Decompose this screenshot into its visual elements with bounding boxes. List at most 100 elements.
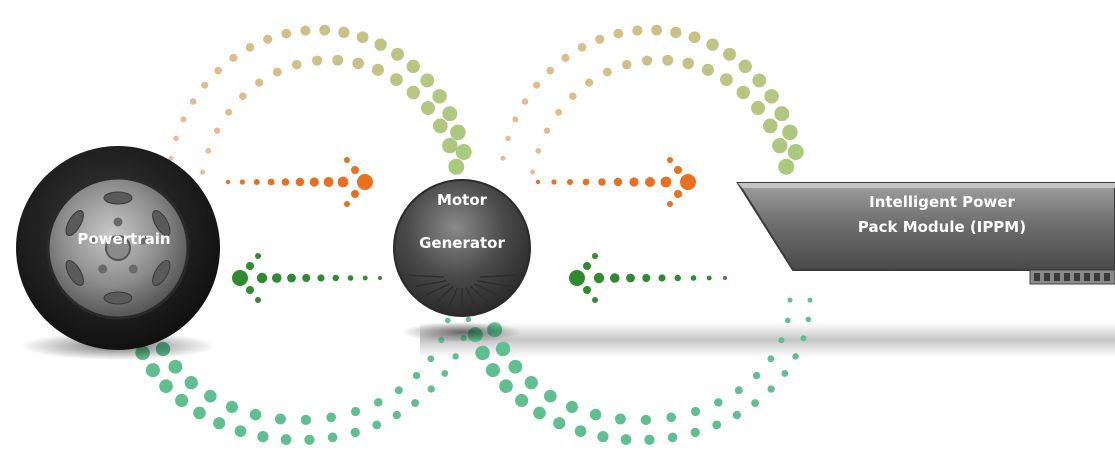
arc-bottom-left-dot (427, 385, 435, 393)
wheel-slot (152, 260, 171, 286)
arc-bottom-right-dot (499, 379, 513, 393)
arc-bottom-right-dot (792, 353, 799, 360)
arc-bottom-left-dot (445, 317, 451, 324)
arc-top-right-dot (750, 101, 766, 116)
arc-top-left-dot (168, 155, 174, 161)
arc-bottom-left-dot (372, 420, 382, 430)
arc-top-left-dot (189, 98, 197, 105)
return-arrow-dot-right (569, 270, 585, 286)
arc-top-left-dot (371, 63, 384, 76)
arc-bottom-right-dot (615, 413, 626, 425)
arc-bottom-left-dot (392, 410, 402, 420)
arc-bottom-left-dot (168, 359, 183, 374)
motor-fin (435, 285, 455, 303)
ippm-module: Intelligent Power Pack Module (IPPM) (736, 182, 1115, 285)
forward-arrow-dot-left (337, 176, 349, 188)
arc-top-right-dot (535, 147, 542, 154)
ippm-pin (1044, 273, 1050, 281)
motor-shadow (402, 322, 522, 342)
forward-arrow-dot-right (535, 179, 541, 185)
arc-bottom-right-dot (667, 432, 678, 443)
arc-top-right-dot (772, 137, 788, 154)
arc-top-left-dot (255, 78, 264, 87)
ippm-connector (1029, 269, 1115, 285)
arc-top-left-dot (200, 169, 206, 175)
arc-bottom-right-dot (620, 434, 632, 445)
arc-top-right-dot (505, 135, 511, 142)
arc-bottom-right-dot (508, 359, 523, 374)
arc-top-right-dot (738, 59, 752, 74)
arc-top-left-dot (173, 135, 179, 142)
forward-arrow-dot-right (582, 178, 590, 186)
forward-arrow-dot-left (351, 190, 359, 198)
arc-bottom-right-dot (778, 337, 785, 344)
arc-top-right-dot (622, 59, 632, 70)
arc-top-right-dot (682, 57, 694, 70)
arc-bottom-right-dot (644, 434, 655, 445)
motor-fin (408, 274, 445, 278)
arc-top-left-dot (239, 92, 247, 100)
arc-top-left-dot (214, 66, 223, 75)
arc-bottom-right-dot (544, 389, 557, 403)
arc-top-left-dot (406, 59, 420, 74)
forward-arrow-dot-right (629, 177, 639, 187)
arc-top-left-dot (292, 59, 302, 70)
forward-arrow-dot-left (357, 174, 373, 190)
arc-bottom-left-dot (412, 371, 421, 380)
motor-fin (415, 280, 447, 287)
return-arrow-dot-left (256, 272, 268, 284)
arc-top-left-dot (442, 137, 458, 154)
arc-top-left-dot (180, 116, 187, 123)
return-arrow-dot-right (723, 276, 727, 280)
return-arrow-dot-left (362, 275, 368, 281)
wheel-lug-nut (138, 235, 148, 245)
arc-bottom-left-dot (465, 316, 472, 323)
return-arrow-dot-right (626, 273, 635, 283)
forward-arrow-dot-right (660, 176, 672, 188)
arc-top-left-dot (420, 101, 436, 116)
forward-arrow-dot-left (295, 177, 305, 187)
arc-bottom-left-dot (257, 431, 269, 443)
ippm-label-line2: Pack Module (IPPM) (858, 218, 1026, 236)
arc-top-right-dot (555, 108, 563, 116)
arc-top-left-dot (455, 143, 472, 160)
wheel-slot (65, 260, 84, 286)
arc-top-right-dot (543, 127, 551, 134)
arc-top-right-dot (670, 26, 682, 39)
ippm-pin (1054, 273, 1060, 281)
arc-top-left-dot (356, 31, 369, 44)
arc-bottom-right-dot (752, 371, 761, 380)
forward-arrow-dot-right (598, 178, 606, 186)
arc-bottom-right-dot (787, 297, 793, 303)
arc-bottom-right-dot (533, 406, 546, 420)
ippm-pin (1064, 273, 1070, 281)
arc-top-right-dot (782, 124, 798, 141)
arc-top-left-dot (442, 106, 458, 122)
arc-bottom-left-dot (225, 400, 239, 413)
arc-bottom-right-dot (589, 408, 602, 421)
arc-top-right-dot (561, 53, 570, 62)
return-arrow-dot-left (246, 262, 254, 270)
motor-body (393, 179, 531, 317)
arc-bottom-right-dot (640, 414, 652, 426)
flow-arrows (225, 157, 727, 303)
arc-bottom-right-dot (475, 345, 490, 361)
arc-top-left-dot (312, 55, 323, 66)
arc-top-right-dot (701, 63, 714, 76)
arc-bottom-right-dot (767, 355, 775, 363)
arc-bottom-right-dot (712, 420, 722, 430)
arc-top-right-dot (585, 78, 594, 87)
wheel-lug-nut (128, 264, 138, 274)
motor-label-line2: Generator (419, 234, 505, 252)
arc-bottom-right-dot (565, 400, 579, 413)
arc-top-left-dot (448, 158, 465, 175)
forward-arrow-dot-right (567, 179, 573, 185)
arc-top-right-dot (500, 155, 506, 161)
return-arrow-dot-left (302, 274, 311, 282)
arc-bottom-left-dot (326, 412, 337, 423)
arc-bottom-left-dot (159, 379, 173, 393)
ippm-pin (1034, 273, 1040, 281)
motor-fin (469, 285, 489, 303)
arc-bottom-right-dot (666, 412, 677, 423)
